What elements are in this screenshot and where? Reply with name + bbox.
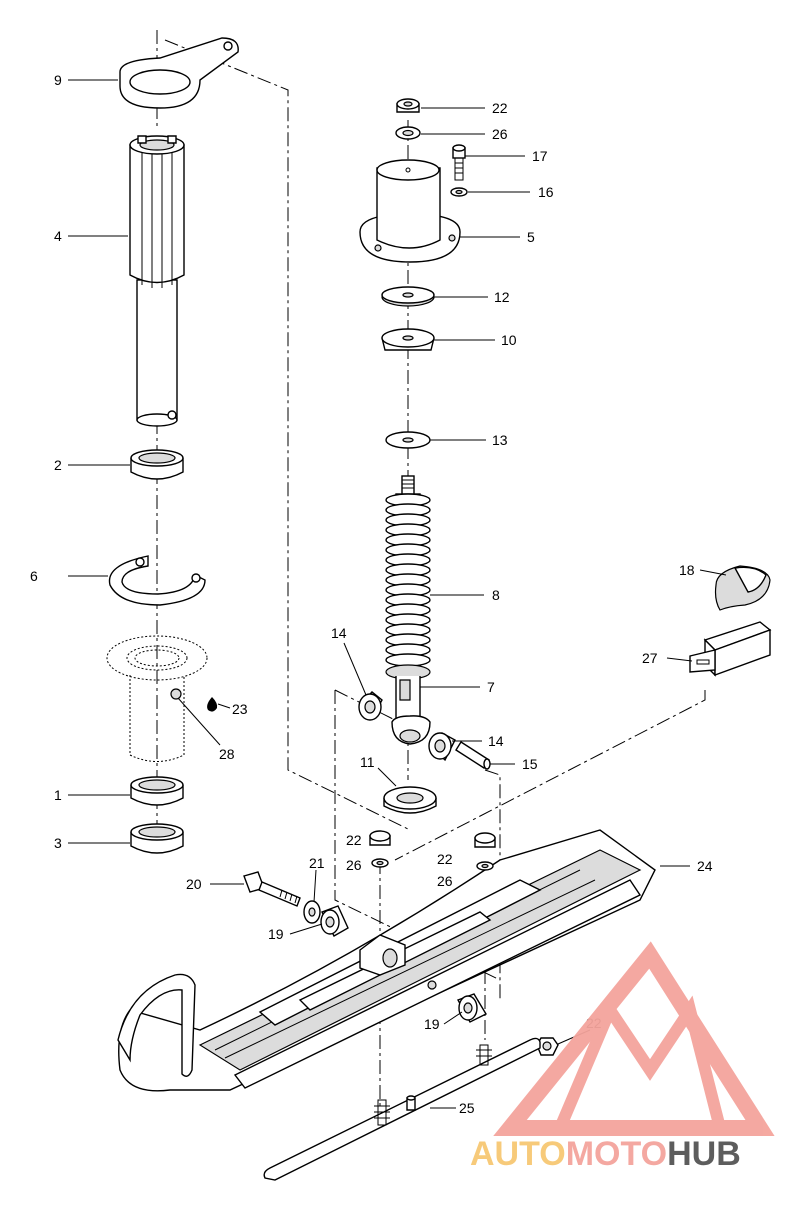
callout-3: 3 <box>54 835 62 851</box>
callout-19-left: 19 <box>268 926 284 942</box>
wear-bar-tag <box>689 621 772 677</box>
callout-5: 5 <box>527 229 535 245</box>
callout-26-top: 26 <box>492 126 508 142</box>
callout-11: 11 <box>360 754 375 770</box>
callout-24: 24 <box>697 858 713 874</box>
callout-26-left: 26 <box>346 857 362 873</box>
callout-26-right: 26 <box>437 873 453 889</box>
callout-13: 13 <box>492 432 508 448</box>
callout-22-top: 22 <box>492 100 508 116</box>
logo-triangle-icon <box>493 941 775 1136</box>
washer-top <box>395 126 421 140</box>
ghost-housing <box>106 635 208 762</box>
watermark-text-moto: MOTO <box>566 1135 667 1173</box>
callout-20: 20 <box>186 876 202 892</box>
shock-absorber <box>385 475 431 680</box>
splined-shaft <box>129 135 185 427</box>
callout-1: 1 <box>54 787 62 803</box>
washer-12 <box>381 286 435 307</box>
bushing-lower-1 <box>130 776 184 806</box>
ski <box>117 829 656 1092</box>
callout-4: 4 <box>54 228 62 244</box>
bushing-upper <box>130 449 184 480</box>
callout-7: 7 <box>487 679 495 695</box>
bushing-lower-3 <box>130 823 184 854</box>
leader-lines <box>68 79 727 1109</box>
callout-19-right: 19 <box>424 1016 440 1032</box>
spanner-wrench <box>119 37 239 109</box>
top-nut <box>396 98 420 113</box>
callout-14-left: 14 <box>331 625 347 641</box>
top-mount <box>359 159 461 263</box>
callout-21: 21 <box>309 855 325 871</box>
callout-25: 25 <box>459 1100 475 1116</box>
lock-washer <box>450 187 468 197</box>
ski-bushing-left <box>320 905 349 937</box>
callout-labels: 9 4 2 6 1 3 23 28 22 26 17 16 5 12 10 13… <box>30 72 713 1116</box>
callout-2: 2 <box>54 457 62 473</box>
callout-12: 12 <box>494 289 510 305</box>
callout-22-right: 22 <box>437 851 453 867</box>
washer-21 <box>303 900 321 924</box>
callout-9: 9 <box>54 72 62 88</box>
grease-fitting <box>170 688 182 700</box>
ski-bushing-right <box>456 993 487 1023</box>
callout-6: 6 <box>30 568 38 584</box>
watermark-text-auto: AUTO <box>470 1135 566 1173</box>
ski-nut-right <box>474 832 496 871</box>
callout-17: 17 <box>532 148 548 164</box>
spring-coil <box>385 653 431 667</box>
washer-13 <box>385 431 431 449</box>
callout-16: 16 <box>538 184 554 200</box>
callout-28: 28 <box>219 746 235 762</box>
shock-lower-body <box>391 676 431 745</box>
end-cap <box>714 565 771 611</box>
shock-bushing-left <box>358 691 383 721</box>
small-bolt <box>452 144 466 181</box>
callout-23: 23 <box>232 701 248 717</box>
callout-27: 27 <box>642 650 658 666</box>
callout-15: 15 <box>522 756 538 772</box>
ski-nut-left <box>369 830 391 868</box>
shock-pin <box>455 741 491 770</box>
wear-bar <box>263 1037 541 1181</box>
callout-22-left: 22 <box>346 832 362 848</box>
callout-8: 8 <box>492 587 500 603</box>
ski-nut-bottom <box>536 1037 559 1056</box>
logo-inner-mark-icon <box>554 995 726 1131</box>
shock-bushing-right <box>428 732 456 762</box>
svg-text:AUTOMOTOHUB: AUTOMOTOHUB <box>470 1135 741 1173</box>
watermark-logo: AUTOMOTOHUB <box>470 941 775 1173</box>
long-bolt <box>243 871 301 907</box>
callout-18: 18 <box>679 562 695 578</box>
spring-cup <box>381 328 435 351</box>
retaining-ring <box>108 555 206 606</box>
callout-14-right: 14 <box>488 733 504 749</box>
watermark-text-hub: HUB <box>667 1135 741 1173</box>
oil-drop-icon <box>207 697 218 712</box>
washer-11 <box>383 786 437 814</box>
callout-10: 10 <box>501 332 517 348</box>
